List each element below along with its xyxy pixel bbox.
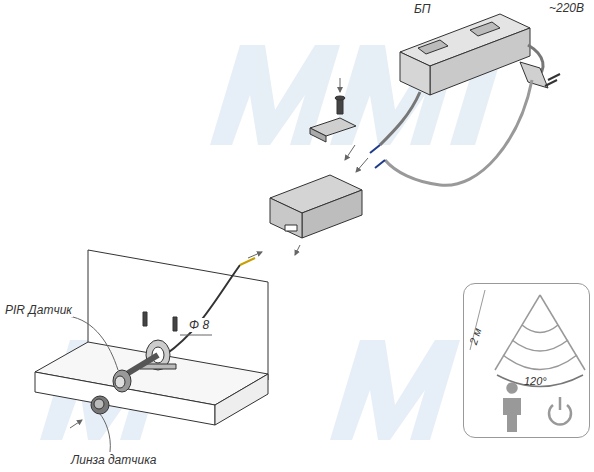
node-text: 2 м [466,326,484,346]
dimension: Φ 8 [188,318,210,332]
part-name: PIR Датчик [4,303,73,317]
sensor-range-icon: 2 м 120° [463,283,590,438]
voltage-label: ~220В [548,1,585,15]
part-name: Линза датчика [70,453,157,467]
node-text: 120° [524,374,547,388]
power-supply-label: БП [410,0,440,18]
node-text: БП [414,2,431,16]
